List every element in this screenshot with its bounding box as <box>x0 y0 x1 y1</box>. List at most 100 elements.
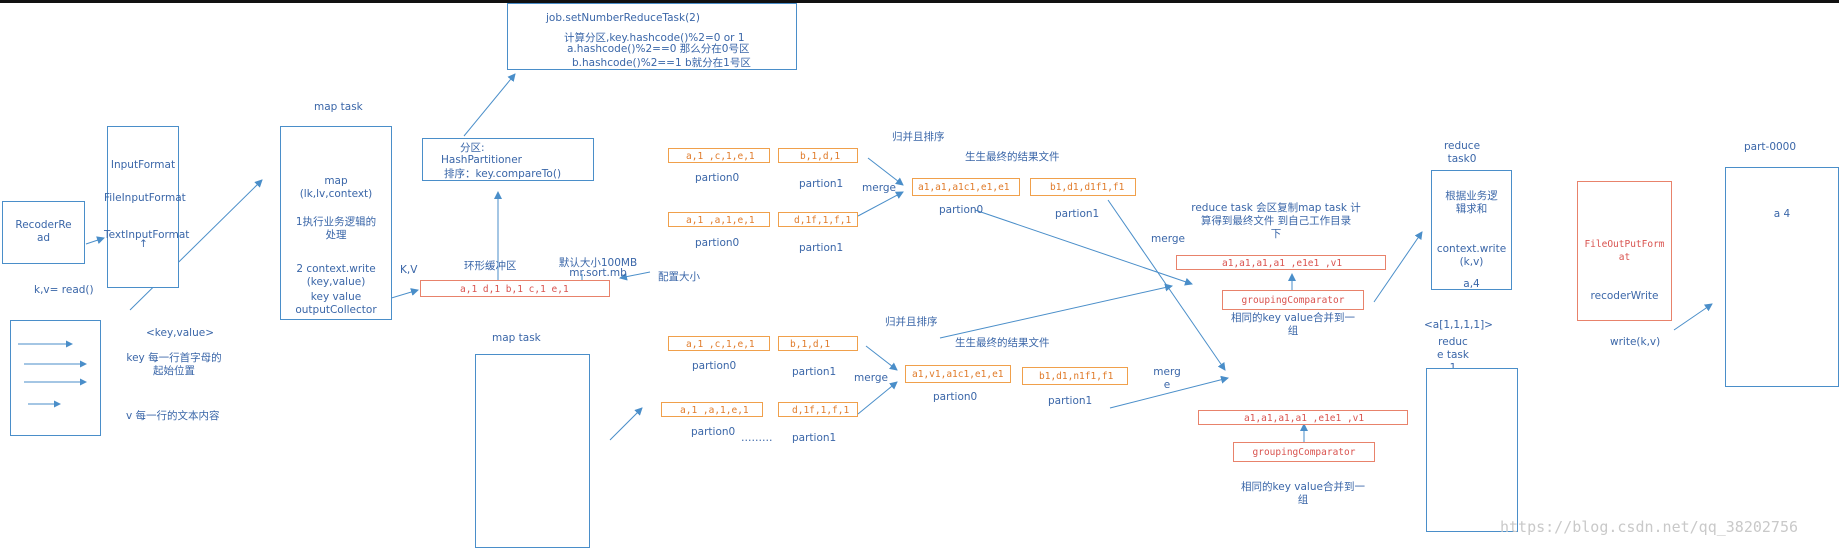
upper-sort-label: 归并且排序 <box>892 131 945 143</box>
arrow-upper-merged-to-reduce0 <box>974 209 1193 286</box>
reduce-task0-l2: context.write (k,v) <box>1436 243 1507 268</box>
lower-partion1-b: partion1 <box>792 432 837 444</box>
upper-p0b: a,1 ,a,1,e,1 <box>686 215 755 226</box>
lower-partion0-b: partion0 <box>691 426 736 438</box>
default-size-label: 默认大小100MB mr.sort.mb <box>558 257 638 279</box>
map-task-title-upper: map task <box>314 101 363 113</box>
lower-p1b: d,1f,1,f,1 <box>792 405 850 416</box>
lower-p0b-box <box>661 402 763 417</box>
arrow-config-to-size <box>619 271 651 281</box>
input-format-label: InputFormat <box>110 159 176 171</box>
reduce-task0-title: reduce task0 <box>1443 140 1481 165</box>
lower-merged0-box <box>905 365 1011 383</box>
job-config-box <box>507 3 797 70</box>
part-title: part-0000 <box>1744 141 1797 153</box>
upper-merged-partion1: partion1 <box>1055 208 1100 220</box>
key-desc: key 每一行首字母的 起始位置 <box>126 352 222 377</box>
arrow-reader-to-inputformat <box>85 236 105 245</box>
output-format-box <box>1577 181 1672 321</box>
lower-merged1-box <box>1022 367 1128 385</box>
upper-merged0-box <box>912 178 1020 196</box>
lower-merged-partion0: partion0 <box>933 391 978 403</box>
ring-buffer-box <box>420 280 610 297</box>
reduce-task1-box <box>1426 368 1518 532</box>
lower-partion0-a: partion0 <box>692 360 737 372</box>
upper-merged0: a1,a1,a1c1,e1,e1 <box>918 182 1010 193</box>
job-line-2: 计算分区,key.hashcode()%2=0 or 1 <box>564 32 745 44</box>
arrow-lower-map-to-partitions <box>609 407 643 441</box>
part-file-box <box>1725 167 1839 387</box>
recoder-reader-box <box>2 201 85 264</box>
upper-partion1-b: partion1 <box>799 242 844 254</box>
arrow-write-to-part <box>1673 303 1713 331</box>
upper-merged-partion0: partion0 <box>939 204 984 216</box>
reduce-row-upper-box <box>1176 255 1386 270</box>
reduce-row-lower: a1,a1,a1,a1 ,e1e1 ,v1 <box>1244 413 1365 424</box>
arrow-partitioner-to-job <box>463 73 516 137</box>
upper-p1a-box <box>778 148 858 163</box>
reduce-row-lower-box <box>1198 410 1408 425</box>
upper-p0a-box <box>668 148 770 163</box>
upper-merged1-box <box>1030 178 1136 196</box>
lower-p0a: a,1 ,c,1,e,1 <box>686 339 755 350</box>
lower-final-file-label: 生生最终的结果文件 <box>955 337 1050 349</box>
arrow-input-to-maptask <box>129 179 263 311</box>
arrow-lower-p0a-merge <box>865 345 898 371</box>
map-write-label: 2 context.write (key,value) <box>296 263 376 288</box>
kv-read-label: k,v= read() <box>34 284 94 296</box>
lower-merged-partion1: partion1 <box>1048 395 1093 407</box>
input-line-arrows <box>18 340 87 408</box>
partitioner-l2: HashPartitioner <box>441 154 522 166</box>
map-logic-label: 1执行业务逻辑的 处理 <box>295 216 377 241</box>
config-size-label: 配置大小 <box>658 271 700 283</box>
up-arrow-icon: ↑ <box>139 238 148 250</box>
top-border <box>0 0 1839 3</box>
array-label: <a[1,1,1,1]> <box>1424 319 1493 331</box>
output-format-label: FileOutPutForm at <box>1584 239 1665 263</box>
ring-buffer-label: 环形缓冲区 <box>464 260 517 272</box>
upper-merged1: b1,d1,d1f1,f1 <box>1050 182 1125 193</box>
input-format-box <box>107 126 179 288</box>
reduce-task0-box <box>1431 170 1512 290</box>
file-input-format-label: FileInputFormat <box>104 192 186 204</box>
upper-p1a: b,1,d,1 <box>800 151 841 162</box>
grouping-note-upper: 相同的key value合并到一 组 <box>1231 312 1355 337</box>
job-line-1: job.setNumberReduceTask(2) <box>546 12 700 24</box>
lower-merged0: a1,v1,a1c1,e1,e1 <box>912 369 1004 380</box>
write-kv-label: write(k,v) <box>1610 336 1661 348</box>
arrow-lower-merged1-to-reduce1 <box>1109 375 1229 409</box>
map-collector-label: key value outputCollector <box>295 291 377 316</box>
map-func-label: map (lk,lv,context) <box>299 175 373 200</box>
lower-dots: ……… <box>741 432 773 444</box>
job-line-3: a.hashcode()%2==0 那么分在0号区 <box>567 43 750 55</box>
upper-p1b-box <box>778 212 858 227</box>
grouping-upper: groupingComparator <box>1241 295 1345 306</box>
reduce-task0-l1: 根据业务逻 辑求和 <box>1445 190 1498 215</box>
lower-p0a-box <box>668 336 770 351</box>
upper-partion0-b: partion0 <box>695 237 740 249</box>
kv-label: K,V <box>400 264 418 276</box>
job-line-4: b.hashcode()%2==1 b就分在1号区 <box>572 57 751 69</box>
part-content: a 4 <box>1773 208 1791 220</box>
lower-p0b: a,1 ,a,1,e,1 <box>680 405 749 416</box>
input-lines-box <box>10 320 101 436</box>
text-input-format-label: TextInputFormat <box>104 229 190 241</box>
reduce-row-upper: a1,a1,a1,a1 ,e1e1 ,v1 <box>1222 258 1343 269</box>
value-desc: v 每一行的文本内容 <box>126 410 220 422</box>
lower-partion1-a: partion1 <box>792 366 837 378</box>
grouping-lower-box <box>1233 442 1375 462</box>
lower-sort-label: 归并且排序 <box>885 316 938 328</box>
reduce-copy-note: reduce task 会区复制map task 计 算得到最终文件 到自己工作… <box>1191 202 1361 240</box>
recoder-reader-label: RecoderRe ad <box>15 219 72 244</box>
map-task-box <box>280 126 392 320</box>
map-task-box-lower <box>475 354 590 548</box>
arrow-to-reduce-task0 <box>1373 231 1423 303</box>
grouping-upper-box <box>1222 290 1364 310</box>
upper-merge-label: merge <box>862 182 896 194</box>
upper-partion0-a: partion0 <box>695 172 740 184</box>
arrow-upper-p0b-merge <box>857 191 904 217</box>
grouping-lower: groupingComparator <box>1252 447 1356 458</box>
upper-p1b: d,1f,1,f,1 <box>794 215 852 226</box>
watermark: https://blog.csdn.net/qq_38202756 <box>1500 518 1799 536</box>
